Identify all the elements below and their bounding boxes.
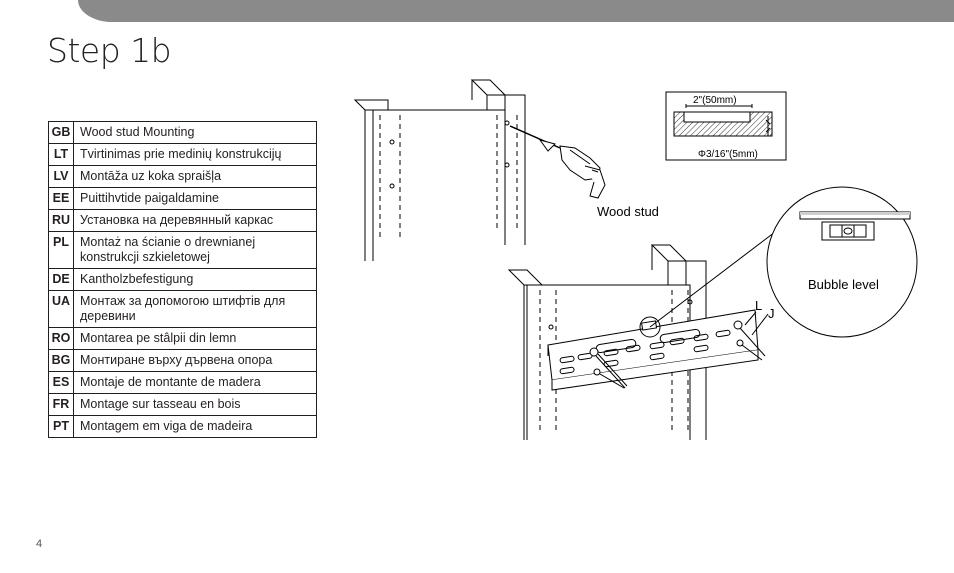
language-text: Kantholzbefestigung — [73, 268, 317, 291]
language-code: PL — [48, 231, 74, 269]
header-band — [78, 0, 954, 22]
page-title: Step 1b — [47, 31, 172, 70]
language-code: FR — [48, 393, 74, 416]
drill-depth-label: 2"(50mm) — [693, 95, 737, 106]
page-number: 4 — [36, 538, 43, 550]
language-text: Tvirtinimas prie medinių konstrukcijų — [73, 143, 317, 166]
lag-screws — [589, 320, 766, 389]
language-code: PT — [48, 415, 74, 438]
language-text: Montaż na ścianie o drewnianej konstrukc… — [73, 231, 317, 269]
language-text: Montagem em viga de madeira — [73, 415, 317, 438]
wall-edge-left — [355, 99, 374, 261]
bubble-level-label: Bubble level — [808, 277, 879, 292]
language-text: Puittihvtide paigaldamine — [73, 187, 317, 210]
part-l-label: L — [755, 298, 762, 313]
language-code: UA — [48, 290, 74, 328]
language-code: RU — [48, 209, 74, 232]
part-j-label: J — [768, 306, 775, 321]
language-text: Монтаж за допомогою штифтів для деревини — [73, 290, 317, 328]
drill-diameter-label: Φ3/16"(5mm) — [698, 149, 758, 160]
wood-stud-label: Wood stud — [597, 204, 659, 219]
language-code: LV — [48, 165, 74, 188]
